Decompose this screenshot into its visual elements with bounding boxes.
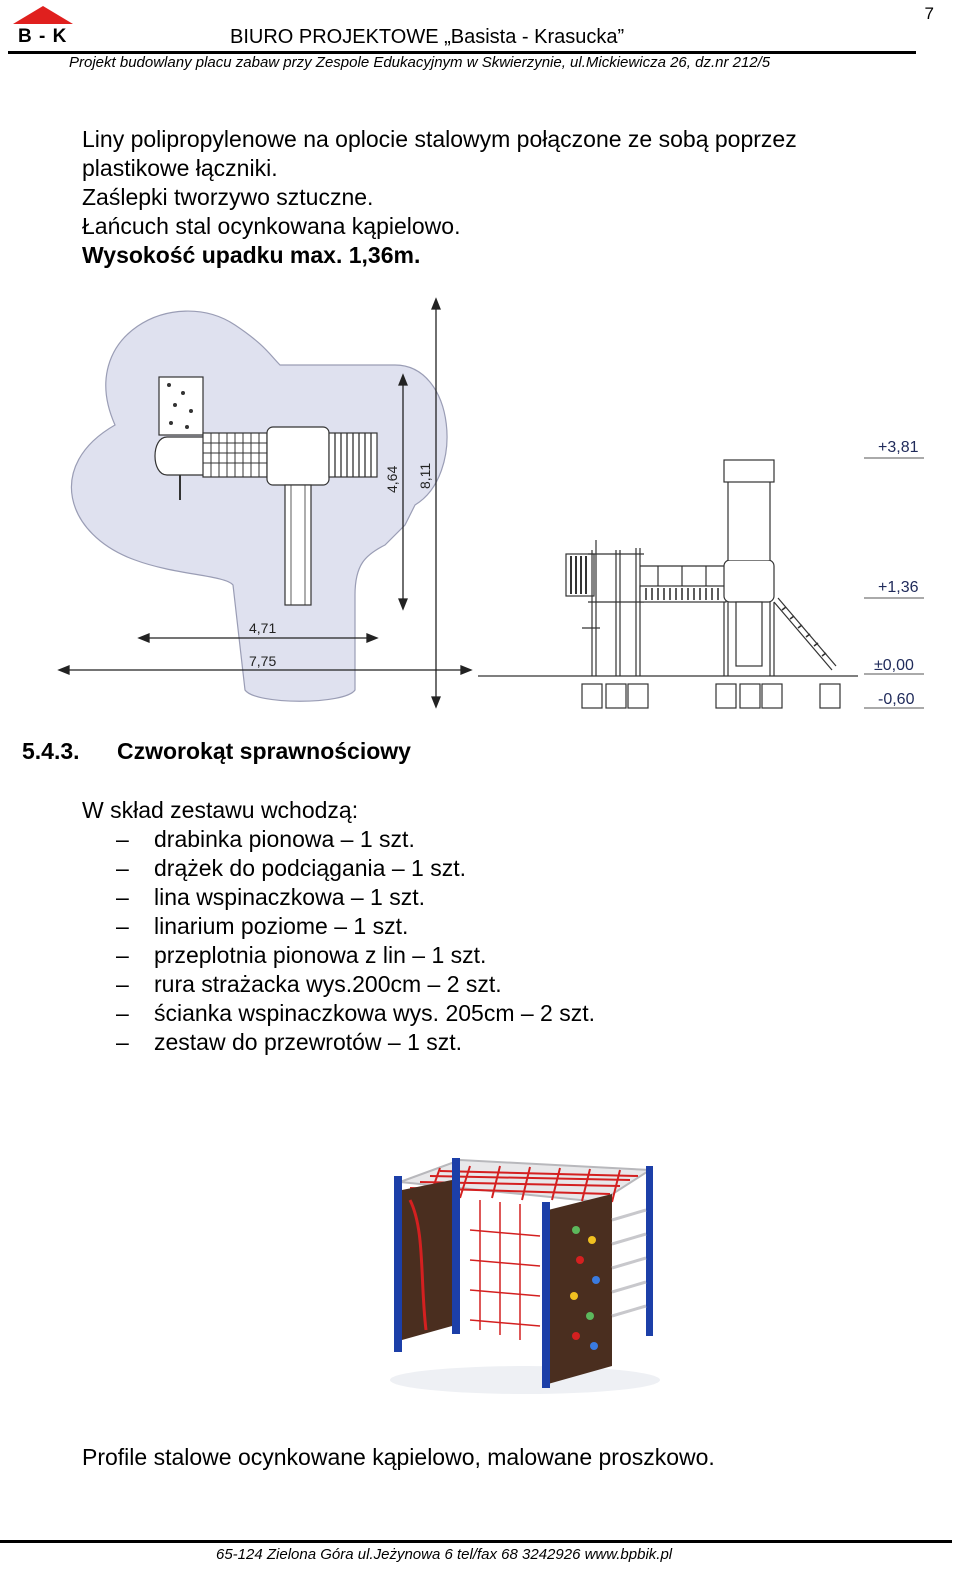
company-logo — [13, 6, 73, 24]
page-number: 7 — [924, 4, 934, 23]
dim-width-outer: 7,75 — [249, 653, 276, 669]
level-top: +3,81 — [878, 439, 919, 456]
climbing-wall-plan — [158, 376, 204, 436]
level-marks — [864, 457, 924, 709]
footings — [581, 683, 841, 709]
dim-width-inner: 4,71 — [249, 620, 276, 636]
rope-net — [469, 1200, 541, 1340]
intro-paragraph: Liny polipropylenowe na oplocie stalowym… — [82, 125, 797, 270]
intro-line: Łańcuch stal ocynkowana kąpielowo. — [82, 213, 461, 239]
stairs-side — [773, 601, 833, 671]
list-item: –drążek do podciągania – 1 szt. — [116, 855, 466, 881]
header-divider — [8, 51, 916, 54]
climbing-holds-render — [570, 1226, 600, 1350]
list-item: –rura strażacka wys.200cm – 2 szt. — [116, 971, 502, 997]
fall-height-line: Wysokość upadku max. 1,36m. — [82, 242, 421, 268]
list-item: –drabinka pionowa – 1 szt. — [116, 826, 415, 852]
footer-divider — [0, 1540, 952, 1543]
plan-drawing: 4,71 7,75 4,64 8,11 — [57, 297, 473, 709]
tower-roof — [727, 479, 771, 560]
list-item: –lina wspinaczkowa – 1 szt. — [116, 884, 426, 910]
list-item: –ścianka wspinaczkowa wys. 205cm – 2 szt… — [116, 1000, 596, 1026]
logo-roof-icon — [13, 6, 73, 24]
tunnel-mesh — [203, 433, 267, 477]
intro-line: Zaślepki tworzywo sztuczne. — [82, 184, 374, 210]
climbing-holds — [167, 383, 193, 429]
intro-line: Liny polipropylenowe na oplocie stalowym… — [82, 126, 797, 152]
slide-side — [735, 601, 763, 667]
composition-list: W skład zestawu wchodzą: –drabinka piono… — [82, 796, 596, 1057]
level-platform: +1,36 — [878, 579, 919, 596]
section-number: 5.4.3. — [22, 738, 80, 764]
ground-shadow — [390, 1366, 660, 1394]
elevation-drawing: +3,81 +1,36 ±0,00 -0,60 — [478, 439, 924, 709]
level-foundation: -0,60 — [878, 691, 915, 708]
list-item: –zestaw do przewrotów – 1 szt. — [116, 1029, 463, 1055]
dimension-lines — [57, 297, 473, 709]
equipment-render — [390, 1158, 660, 1394]
list-item: –przeplotnia pionowa z lin – 1 szt. — [116, 942, 487, 968]
slide-plan — [284, 484, 312, 606]
stair-treads — [334, 433, 372, 477]
dim-height-inner: 4,64 — [384, 466, 400, 493]
climbing-rope — [408, 1199, 428, 1331]
ladder-rungs — [611, 1208, 647, 1318]
closing-text: Profile stalowe ocynkowane kąpielowo, ma… — [82, 1444, 715, 1470]
platform-plan — [266, 426, 330, 486]
header-subtitle: Projekt budowlany placu zabaw przy Zespo… — [69, 54, 771, 71]
footer-contact: 65-124 Zielona Góra ul.Jeżynowa 6 tel/fa… — [216, 1546, 673, 1563]
tower-right — [723, 559, 775, 603]
safety-zone — [70, 310, 448, 702]
dim-height-outer: 8,11 — [417, 463, 433, 489]
level-ground: ±0,00 — [874, 657, 914, 674]
logo-text: B - K — [18, 26, 68, 47]
blue-posts — [394, 1158, 653, 1388]
header-title: BIURO PROJEKTOWE „Basista - Krasucka” — [230, 26, 625, 48]
intro-line: plastikowe łączniki. — [82, 155, 278, 181]
list-intro: W skład zestawu wchodzą: — [82, 797, 359, 823]
bridge — [639, 585, 727, 603]
climbing-wall — [548, 1194, 612, 1384]
tunnel-end-plan — [154, 436, 206, 476]
list-item: –linarium poziome – 1 szt. — [116, 913, 409, 939]
left-panel — [402, 1180, 452, 1340]
section-title: Czworokąt sprawnościowy — [117, 738, 411, 764]
